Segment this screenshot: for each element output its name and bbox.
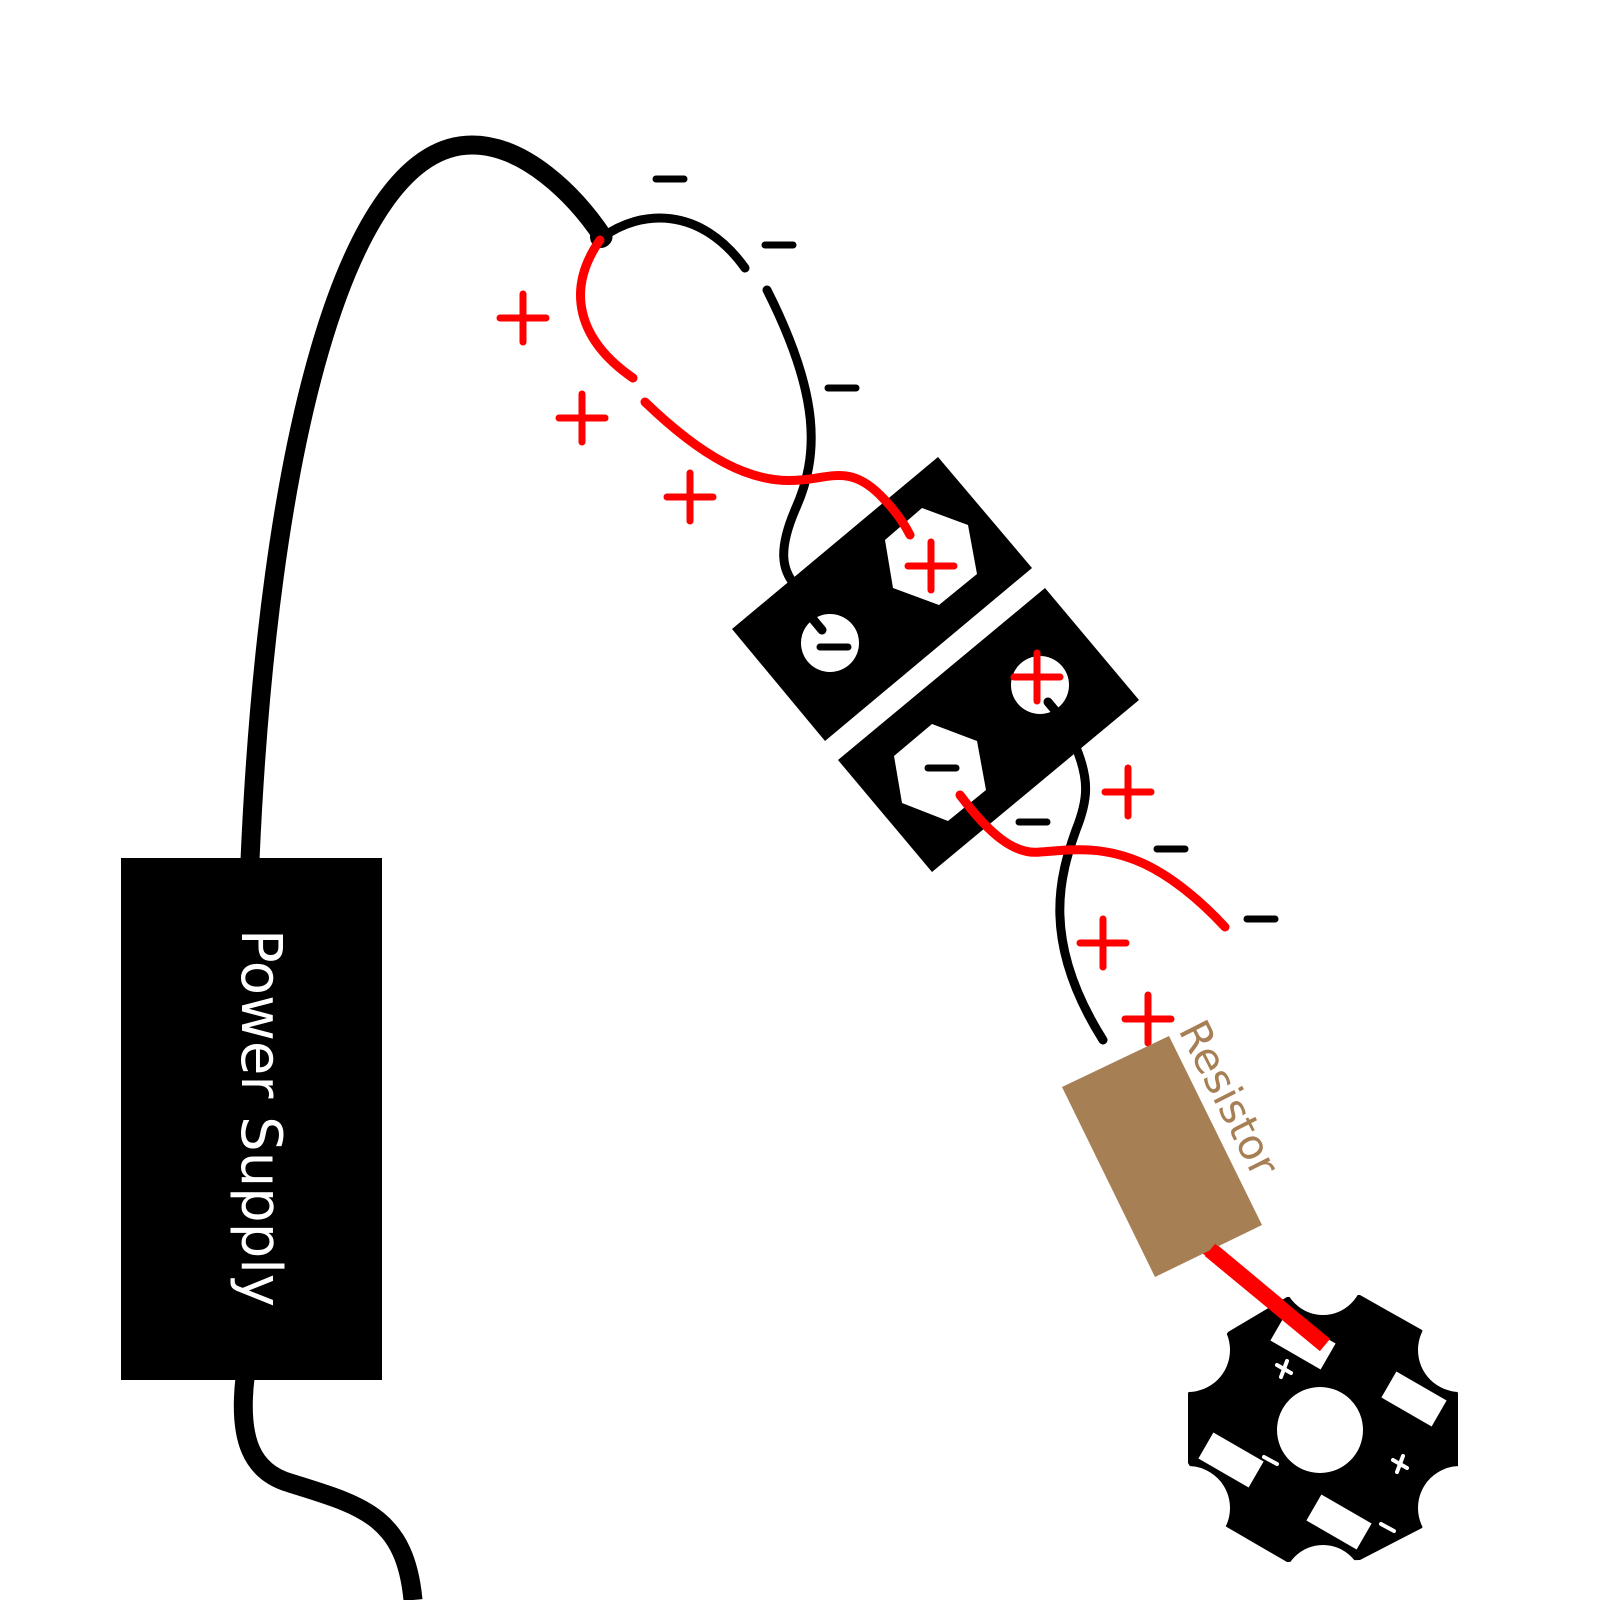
plus-sign: [1010, 649, 1064, 705]
polarity-signs: [496, 175, 1279, 1047]
led-center-hole: [1277, 1387, 1363, 1473]
plus-sign: [904, 538, 958, 594]
led-pad: [1381, 1371, 1447, 1427]
plus-sign: [1101, 764, 1155, 820]
negative-wire-2: [1055, 740, 1108, 1045]
power-cable-top: [240, 135, 613, 870]
positive-wire-2: [955, 790, 1230, 932]
connector-1: [732, 457, 1032, 741]
plus-sign: [663, 469, 717, 525]
plus-sign: [1121, 991, 1175, 1047]
round-terminal: [801, 614, 859, 672]
plus-sign: [496, 290, 550, 346]
positive-wire-1a: [576, 235, 638, 383]
power-cable-bottom: [233, 1376, 423, 1600]
resistor: Resistor: [1062, 1012, 1289, 1277]
power-supply: Power Supply: [121, 858, 382, 1380]
led-pad: [1270, 1314, 1336, 1370]
plus-sign: [1076, 915, 1130, 971]
led-pad: [1198, 1432, 1264, 1488]
led-pad: [1306, 1494, 1372, 1550]
positive-wire-1c: [875, 490, 915, 540]
plus-sign: [555, 390, 609, 446]
led-star-board: [1146, 1235, 1502, 1600]
power-supply-label: Power Supply: [228, 929, 293, 1307]
negative-wire-1a: [598, 213, 750, 273]
negative-wire-1b: [762, 285, 816, 590]
